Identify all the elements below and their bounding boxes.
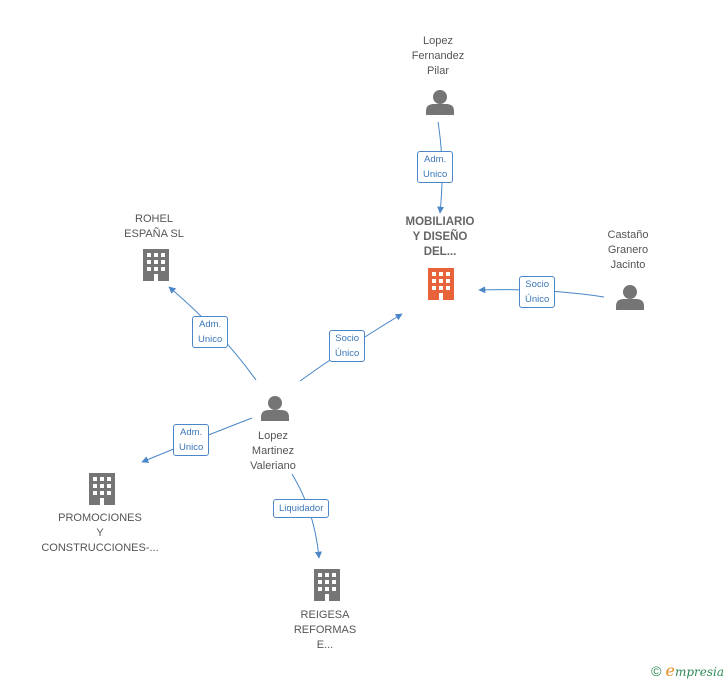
node-label-line: Jacinto	[610, 259, 646, 271]
node-label-line: REFORMAS	[293, 624, 357, 636]
edge-label-martinez-rohel[interactable]: Adm. Unico	[192, 316, 229, 348]
edge-label-line: Único	[525, 294, 550, 305]
node-label-line: Y	[96, 527, 104, 539]
edge-label-line: Socio	[335, 333, 360, 344]
edge-label-martinez-promociones[interactable]: Adm. Unico	[173, 424, 210, 456]
node-label-line: CONSTRUCCIONES-...	[41, 542, 159, 554]
node-label-line: Martinez	[251, 445, 295, 457]
node-label-line: ROHEL	[135, 213, 173, 225]
node-label-promociones[interactable]: PROMOCIONES Y CONSTRUCCIONES-...	[30, 511, 170, 556]
watermark-brand-text: mpresia	[674, 665, 724, 679]
node-label-line: Lopez	[423, 35, 453, 47]
node-label-line: Fernandez	[411, 50, 465, 62]
copyright-symbol: ©	[651, 663, 662, 679]
node-label-line: Pilar	[426, 65, 449, 77]
edge-label-line: Liquidador	[279, 503, 324, 514]
node-label-line: Lopez	[258, 430, 288, 442]
edge-label-martinez-mobiliario[interactable]: Socio Único	[329, 330, 366, 362]
edge-label-line: Unico	[423, 169, 448, 180]
node-label-lopez-martinez[interactable]: Lopez Martinez Valeriano	[223, 429, 323, 474]
edge-label-line: Adm.	[199, 319, 222, 330]
node-label-castano[interactable]: Castaño Granero Jacinto	[578, 228, 678, 273]
node-label-rohel[interactable]: ROHEL ESPAÑA SL	[104, 212, 204, 242]
node-label-line: DEL...	[423, 246, 457, 258]
person-icon	[426, 90, 454, 115]
building-icon	[143, 249, 169, 281]
edge-label-line: Unico	[198, 334, 223, 345]
watermark-brand-initial: e	[665, 661, 675, 680]
edge-label-line: Único	[335, 348, 360, 359]
node-label-line: Castaño	[607, 229, 649, 241]
edge-label-martinez-reigesa[interactable]: Liquidador	[273, 499, 330, 518]
edge-label-line: Unico	[179, 442, 204, 453]
node-label-mobiliario[interactable]: MOBILIARIO Y DISEÑO DEL...	[380, 215, 500, 260]
node-label-line: Y DISEÑO	[412, 231, 468, 243]
edge-label-fernandez-mobiliario[interactable]: Adm. Unico	[417, 151, 454, 183]
building-icon	[428, 268, 454, 300]
node-label-lopez-fernandez[interactable]: Lopez Fernandez Pilar	[388, 34, 488, 79]
node-label-line: E...	[316, 639, 334, 651]
person-icon	[261, 396, 289, 421]
edge-label-line: Adm.	[424, 154, 447, 165]
node-label-line: Granero	[607, 244, 649, 256]
node-label-line: Valeriano	[250, 460, 296, 472]
edge-label-line: Socio	[525, 279, 550, 290]
node-label-line: ESPAÑA SL	[124, 228, 184, 240]
edge-label-line: Adm.	[180, 427, 203, 438]
node-label-line: MOBILIARIO	[405, 216, 475, 228]
person-icon	[616, 285, 644, 310]
building-icon	[314, 569, 340, 601]
node-label-line: REIGESA	[300, 609, 350, 621]
building-icon	[89, 473, 115, 505]
node-label-line: PROMOCIONES	[58, 512, 142, 524]
empresia-watermark: ©empresia	[651, 661, 724, 680]
node-label-reigesa[interactable]: REIGESA REFORMAS E...	[275, 608, 375, 653]
edge-label-castano-mobiliario[interactable]: Socio Único	[519, 276, 556, 308]
